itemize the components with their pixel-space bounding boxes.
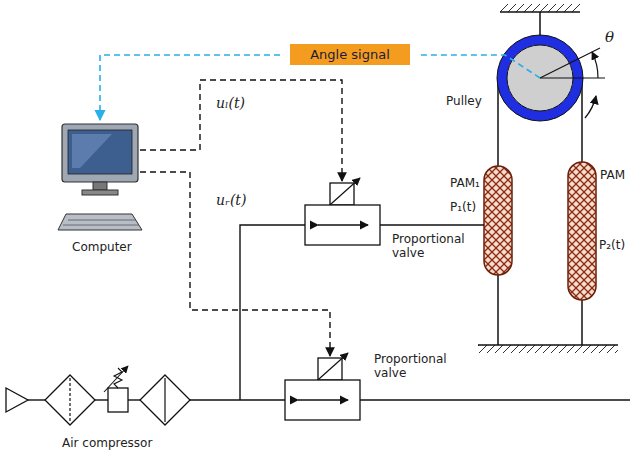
signal-name: uₗ(t): [216, 95, 245, 112]
pressure-label: P₂(t): [599, 238, 625, 252]
device-label: Computer: [72, 240, 132, 254]
part-label: Pulley: [446, 94, 482, 108]
part-label: PAM₁: [450, 176, 480, 190]
angle-symbol: θ: [605, 28, 614, 46]
pressure-label: P₁(t): [450, 200, 476, 214]
part-label: PAM: [600, 168, 625, 182]
signal-label: Angle signal: [299, 47, 401, 62]
device-label: Air compressor: [62, 436, 152, 450]
part-label: Proportional valve: [374, 352, 460, 381]
part-label: Proportional valve: [392, 232, 478, 261]
signal-name: uᵣ(t): [216, 192, 246, 209]
signal-box: Angle signal: [290, 44, 410, 65]
